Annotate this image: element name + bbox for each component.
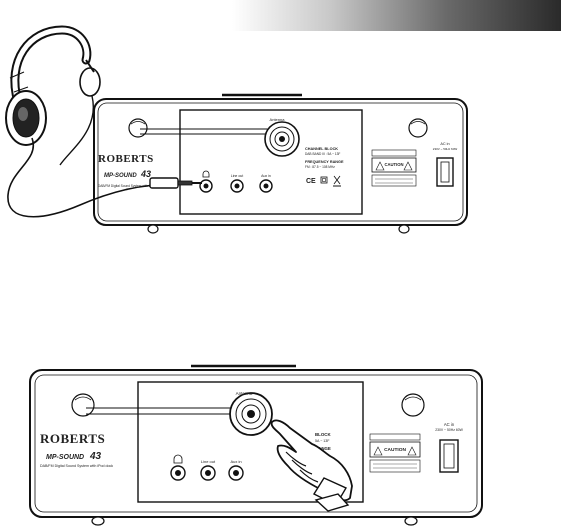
bottom-headphone-symbol-icon [173, 454, 183, 464]
bottom-warning-triangle-icon [373, 446, 383, 456]
top-unit-illustration: Antenna Line out Aux in ROBERTS MP-SOUND… [93, 93, 468, 234]
top-antenna-label: Antenna [270, 117, 286, 122]
top-channel-block-value: DAB BAND III : 5A ~ 13F [305, 152, 340, 156]
top-model-number: 43 [140, 169, 151, 179]
top-lightning-triangle-icon [403, 161, 413, 171]
bottom-model-label: MP-SOUND [46, 454, 84, 461]
top-weee-bin-icon [333, 175, 341, 185]
bottom-frequency-range-title: RANGE [315, 446, 331, 451]
bottom-caution-label: CAUTION [384, 447, 406, 453]
bottom-antenna-label: Antenna [236, 391, 253, 396]
bottom-ac-in-value: 230V ~ 50Hz 60W [435, 428, 463, 432]
top-caution-label: CAUTION [384, 162, 403, 167]
header-gradient-bar [232, 0, 561, 31]
top-frequency-range-title: FREQUENCY RANGE [305, 160, 344, 164]
bottom-line-out-label: Line out [201, 459, 216, 464]
top-brand-label: ROBERTS [98, 153, 154, 165]
pointing-hand-icon [270, 419, 353, 512]
bottom-ac-in-label: AC in [444, 422, 455, 427]
bottom-tagline: DAB/FM Digital Sound System with iPod do… [40, 464, 113, 468]
top-ac-in-label: AC in [440, 142, 449, 146]
top-headphone-symbol-icon [202, 170, 210, 178]
bottom-channel-block-value: 5A ~ 13F [315, 439, 330, 443]
top-model-label: MP-SOUND [104, 173, 137, 179]
bottom-model-number: 43 [89, 451, 102, 462]
bottom-ac-socket [439, 439, 459, 473]
bottom-lightning-triangle-icon [407, 446, 417, 456]
top-class2-icon [320, 176, 328, 184]
bottom-unit-illustration: Antenna Line out Aux in ROBERTS MP-SOUND… [29, 364, 483, 526]
bottom-aux-in-label: Aux in [230, 459, 241, 464]
top-line-out-label: Line out [231, 174, 243, 178]
bottom-brand-label: ROBERTS [40, 431, 105, 446]
top-ce-mark: CE [306, 178, 316, 185]
top-frequency-range-value: FM : 87.5 ~ 108 MHz [305, 165, 335, 169]
top-channel-block-title: CHANNEL BLOCK [305, 147, 338, 151]
top-ac-in-value: 230V ~ 50Hz 60W [433, 147, 458, 151]
top-warning-triangle-icon [375, 161, 385, 171]
bottom-channel-block-title: BLOCK [315, 432, 331, 437]
top-tagline: DAB/FM Digital Sound System with iPod do… [98, 184, 163, 188]
headphones-icon [5, 25, 202, 218]
top-aux-in-label: Aux in [261, 174, 271, 178]
